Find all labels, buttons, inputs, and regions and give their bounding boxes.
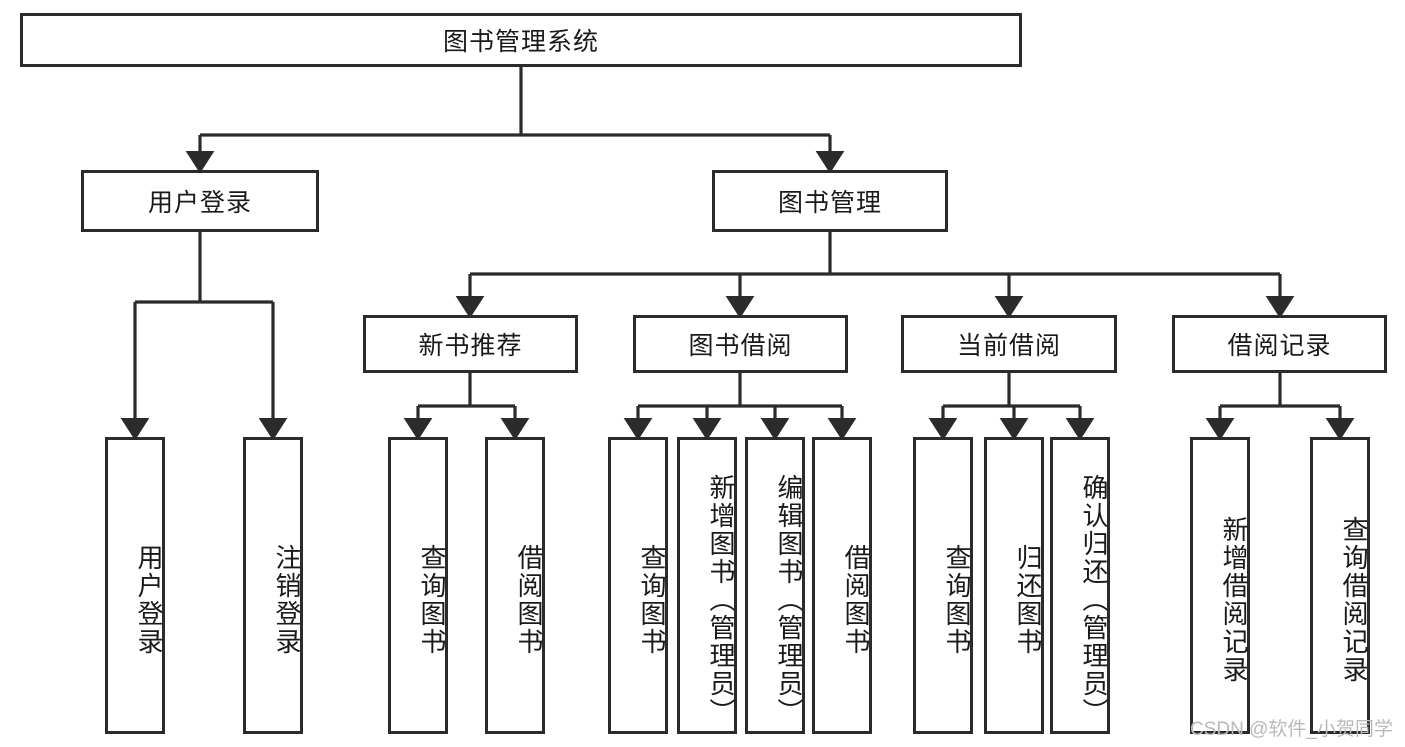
node-label: 图书借阅: [688, 332, 793, 360]
node-label: 查询借阅记录: [1339, 515, 1369, 684]
node-label: 图书管理系统: [442, 28, 599, 56]
node-label: 借阅图书: [841, 543, 871, 656]
leaf-query-borrow-record[interactable]: 查询借阅记录: [1310, 437, 1370, 734]
node-label: 借阅图书: [514, 543, 544, 656]
leaf-return-book[interactable]: 归还图书: [984, 437, 1044, 734]
leaf-borrow-book-recommend[interactable]: 借阅图书: [485, 437, 545, 734]
node-book-management[interactable]: 图书管理: [712, 170, 948, 232]
node-book-borrow[interactable]: 图书借阅: [633, 315, 848, 373]
node-label: 新书推荐: [418, 332, 523, 360]
leaf-confirm-return-admin[interactable]: 确认归还（管理员）: [1050, 437, 1110, 734]
node-label: 借阅记录: [1227, 332, 1332, 360]
node-label: 新增借阅记录: [1219, 515, 1249, 684]
node-label: 编辑图书（管理员）: [774, 473, 804, 726]
node-label: 查询图书: [637, 543, 667, 656]
node-label: 当前借阅: [956, 332, 1061, 360]
leaf-borrow-book[interactable]: 借阅图书: [812, 437, 872, 734]
leaf-logout[interactable]: 注销登录: [243, 437, 303, 734]
node-label: 图书管理: [777, 189, 882, 217]
leaf-edit-book-admin[interactable]: 编辑图书（管理员）: [745, 437, 805, 734]
node-label: 查询图书: [417, 543, 447, 656]
node-label: 用户登录: [147, 189, 252, 217]
watermark: CSDN @软件_小贺同学: [1190, 719, 1393, 740]
node-label: 归还图书: [1013, 543, 1043, 656]
node-label: 确认归还（管理员）: [1079, 473, 1109, 726]
leaf-query-book-recommend[interactable]: 查询图书: [388, 437, 448, 734]
leaf-user-login[interactable]: 用户登录: [105, 437, 165, 734]
leaf-query-book-current[interactable]: 查询图书: [913, 437, 973, 734]
node-label: 查询图书: [942, 543, 972, 656]
node-label: 新增图书（管理员）: [706, 473, 736, 726]
node-label: 用户登录: [134, 543, 164, 656]
node-borrow-record[interactable]: 借阅记录: [1172, 315, 1387, 373]
leaf-query-book-borrow[interactable]: 查询图书: [608, 437, 668, 734]
node-new-book-recommend[interactable]: 新书推荐: [363, 315, 578, 373]
node-user-login[interactable]: 用户登录: [81, 170, 319, 232]
node-root[interactable]: 图书管理系统: [20, 13, 1022, 67]
leaf-add-book-admin[interactable]: 新增图书（管理员）: [677, 437, 737, 734]
leaf-add-borrow-record[interactable]: 新增借阅记录: [1190, 437, 1250, 734]
node-current-borrow[interactable]: 当前借阅: [901, 315, 1117, 373]
node-label: 注销登录: [272, 543, 302, 656]
